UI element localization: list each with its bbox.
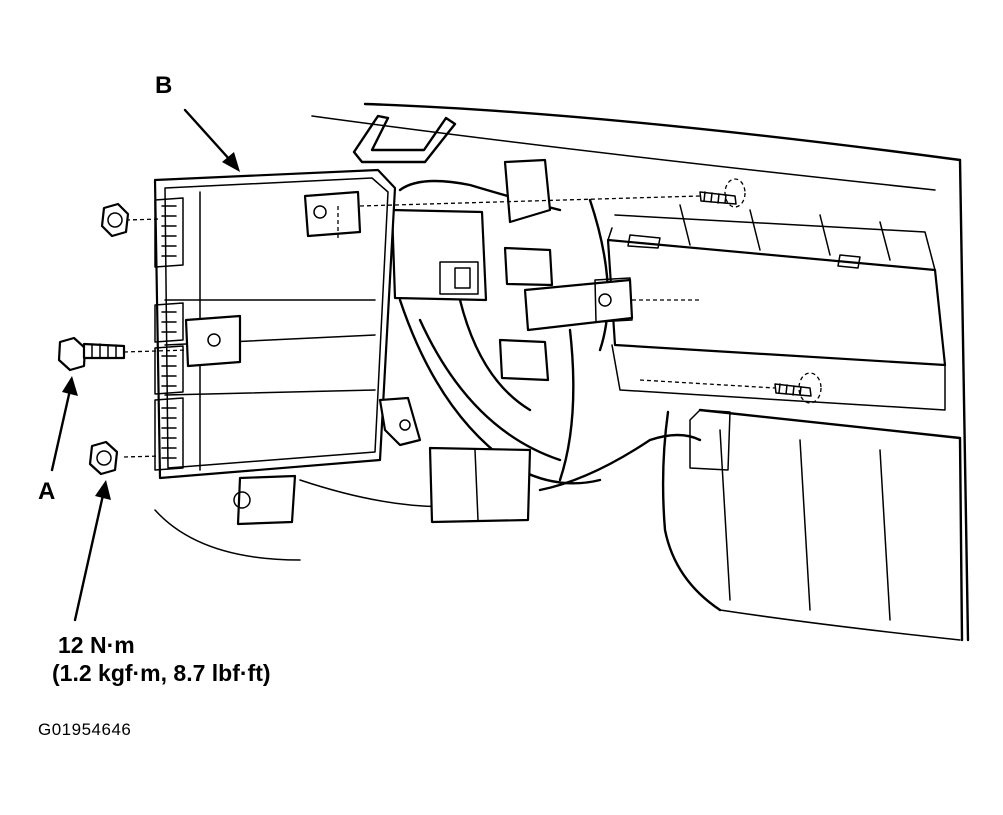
figure-id: G01954646 (38, 720, 132, 739)
torque-spec-nm: 12 N·m (58, 632, 135, 658)
blower-housing (661, 408, 964, 642)
alignment-guides (123, 195, 776, 458)
leader-arrow-torque (73, 480, 111, 622)
leader-arrow-a (50, 376, 78, 472)
bolt-a (57, 336, 126, 372)
right-module (606, 204, 947, 411)
callout-label-a: A (38, 478, 56, 505)
module-screw-bottom (774, 372, 822, 404)
torque-spec-alt-units: (1.2 kgf·m, 8.7 lbf·ft) (52, 660, 271, 686)
nut-top (100, 202, 130, 238)
module-screw-top (699, 178, 746, 208)
lower-bracket (154, 474, 301, 561)
center-connectors (390, 158, 634, 524)
leader-arrow-b (183, 108, 240, 172)
control-unit-b (153, 168, 422, 480)
callout-label-b: B (155, 72, 173, 99)
nut-bottom (88, 440, 119, 476)
handle-bracket (352, 114, 457, 164)
